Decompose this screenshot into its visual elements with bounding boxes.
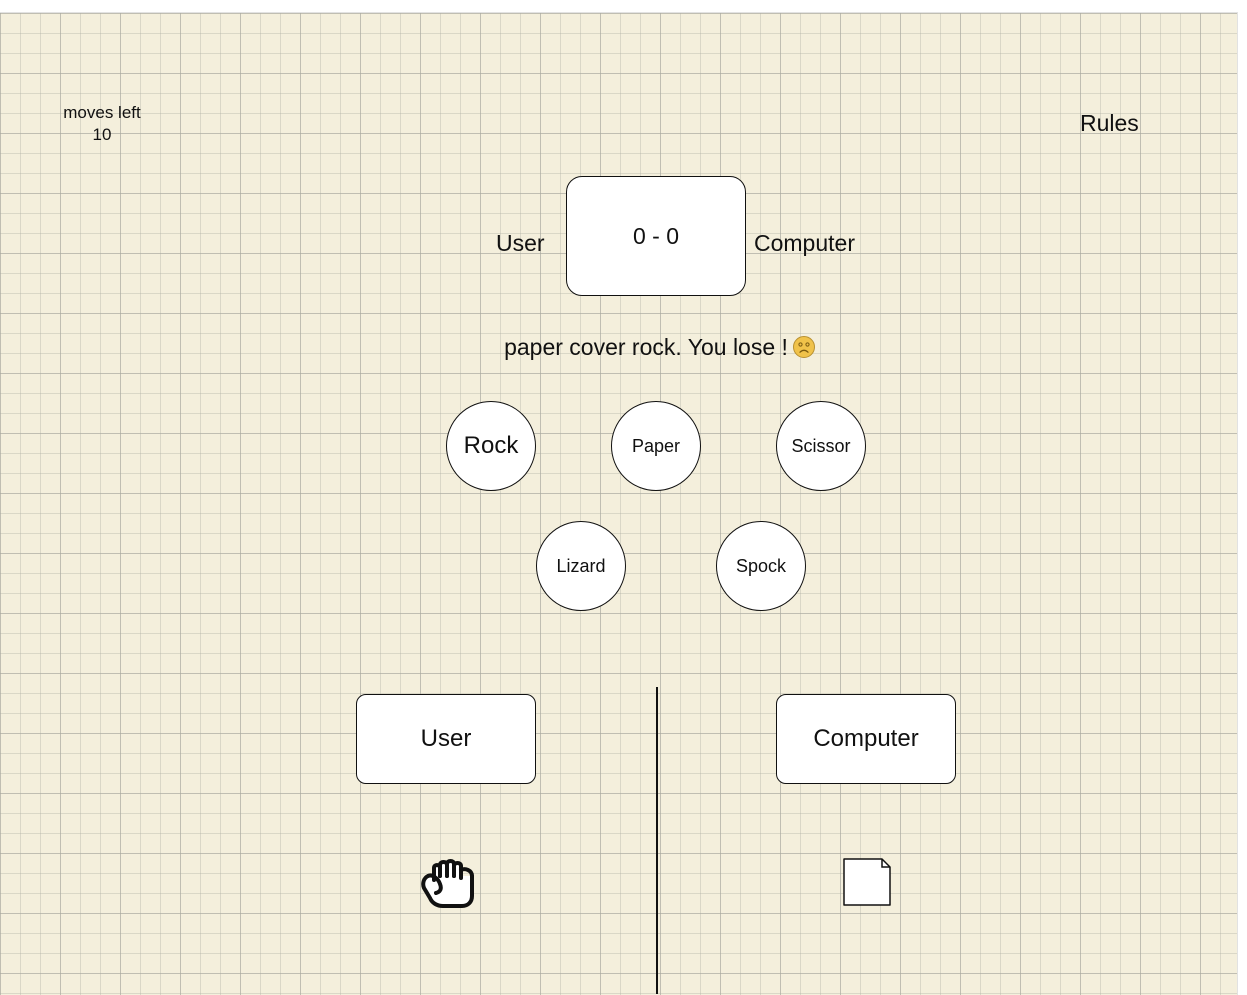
players-divider: [656, 687, 658, 994]
sad-face-icon: [792, 335, 816, 365]
rules-link[interactable]: Rules: [1080, 110, 1139, 136]
score-computer-label: Computer: [754, 230, 855, 256]
result-message-row: paper cover rock. You lose !: [400, 334, 920, 365]
moves-left-value: 10: [92, 125, 112, 144]
fist-icon: [418, 856, 476, 915]
choice-paper-button[interactable]: Paper: [611, 401, 701, 491]
user-player-box: User: [356, 694, 536, 784]
choice-rock-button[interactable]: Rock: [446, 401, 536, 491]
computer-player-box: Computer: [776, 694, 956, 784]
game-board: [0, 12, 1238, 995]
choice-spock-button[interactable]: Spock: [716, 521, 806, 611]
result-message: paper cover rock. You lose !: [504, 334, 788, 360]
paper-icon: [842, 857, 892, 912]
moves-counter: moves left 10: [52, 102, 152, 146]
user-player-label: User: [420, 725, 472, 752]
computer-player-label: Computer: [813, 725, 919, 752]
choice-lizard-button[interactable]: Lizard: [536, 521, 626, 611]
moves-left-label: moves left: [63, 103, 141, 122]
score-user-label: User: [496, 230, 545, 256]
score-value: 0 - 0: [632, 223, 680, 249]
choice-scissor-button[interactable]: Scissor: [776, 401, 866, 491]
score-box: 0 - 0: [566, 176, 746, 296]
